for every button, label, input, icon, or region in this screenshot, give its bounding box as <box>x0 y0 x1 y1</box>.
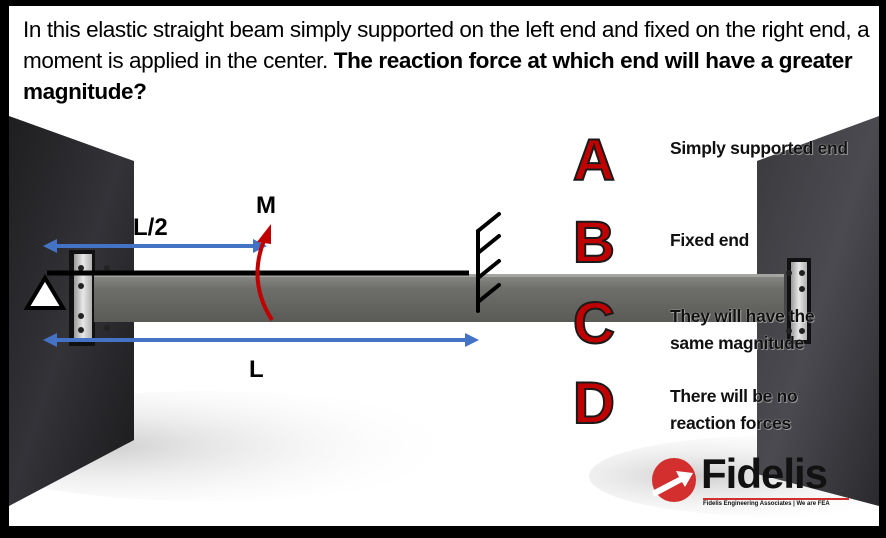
option-letter: C <box>572 291 616 356</box>
option-text: They will have the same magnitude <box>670 306 815 353</box>
option-a[interactable]: A Simply supported end <box>564 128 874 193</box>
full-length-label: L <box>249 356 264 383</box>
logo-divider <box>703 498 849 500</box>
option-text: Fixed end <box>670 230 749 250</box>
question-normal: In this elastic straight beam simply sup… <box>23 17 870 73</box>
option-c[interactable]: C They will have the same magnitude <box>564 291 874 356</box>
half-length-label: L/2 <box>133 214 168 241</box>
moment-arrow-icon <box>255 224 274 322</box>
fixed-support-icon <box>476 212 501 313</box>
logo-tagline: Fidelis Engineering Associates | We are … <box>703 501 830 507</box>
full-length-arrow <box>43 333 479 347</box>
pin-support-icon <box>23 274 67 310</box>
right-wall <box>757 116 879 506</box>
option-d[interactable]: D There will be no reaction forces <box>564 371 874 436</box>
moment-label: M <box>256 192 276 219</box>
left-plate <box>74 254 92 342</box>
option-text: There will be no reaction forces <box>670 386 798 433</box>
beam-body <box>94 274 784 322</box>
beam-scene <box>9 116 879 516</box>
answer-options: A Simply supported end B Fixed end C The… <box>564 128 874 451</box>
question-text: In this elastic straight beam simply sup… <box>23 14 873 107</box>
option-text: Simply supported end <box>670 138 848 158</box>
option-letter: D <box>572 371 616 436</box>
slide: In this elastic straight beam simply sup… <box>9 6 879 526</box>
option-letter: A <box>572 128 616 193</box>
option-b[interactable]: B Fixed end <box>564 210 874 275</box>
question-bold: The reaction force at which end will hav… <box>23 48 853 104</box>
logo-mark-icon <box>652 458 696 502</box>
right-plate <box>791 262 807 340</box>
fidelis-logo: Fidelis Fidelis Engineering Associates |… <box>649 450 849 513</box>
option-letter: B <box>572 210 616 275</box>
logo-wordmark: Fidelis <box>701 450 828 497</box>
